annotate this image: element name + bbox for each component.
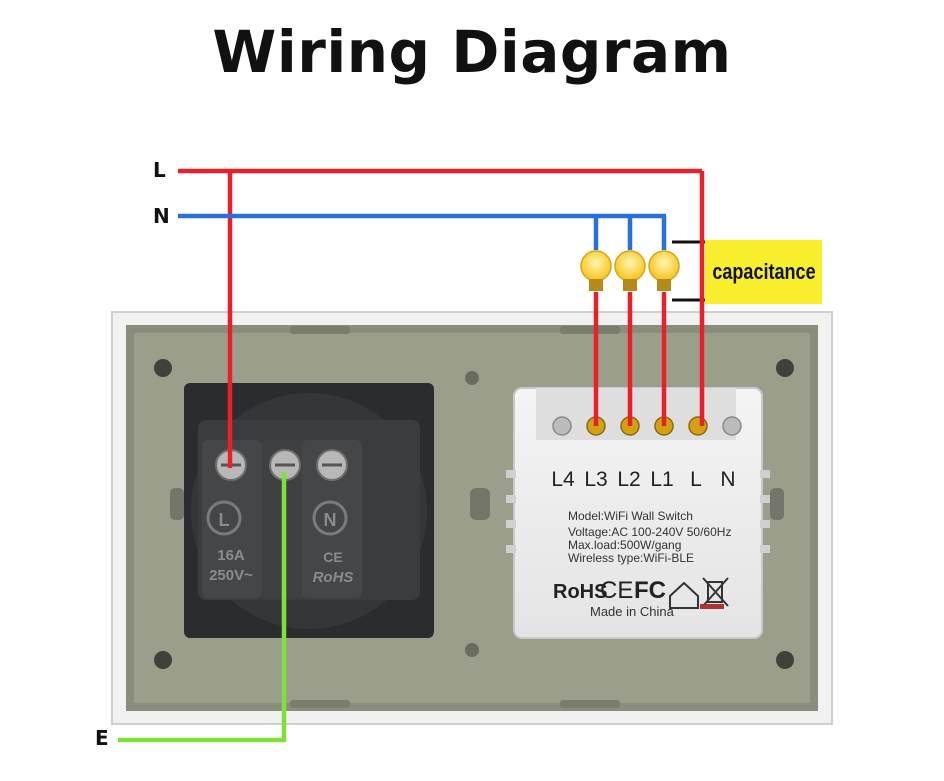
socket-terminal-n: N <box>324 510 337 530</box>
switch-terminal-l3: L3 <box>584 468 607 491</box>
socket-rohs-mark: RoHS <box>313 569 354 586</box>
switch-model: Model:WiFi Wall Switch <box>568 509 693 523</box>
light-bulb-icon <box>648 250 680 291</box>
switch-rohs-mark: RoHS <box>553 581 607 603</box>
switch-wireless-type: Wireless type:WiFi-BLE <box>568 551 694 565</box>
switch-fc-mark: FC <box>634 577 666 604</box>
live-wire <box>178 168 705 468</box>
earth-wire <box>118 472 287 743</box>
switch-ce-mark: CE <box>600 577 633 604</box>
capacitance-label: capacitance <box>711 259 816 284</box>
switch-terminal-n: N <box>720 468 735 491</box>
capacitance-box: capacitance <box>705 240 822 304</box>
light-bulb-icon <box>580 250 612 291</box>
switch-voltage: Voltage:AC 100-240V 50/60Hz <box>568 525 731 539</box>
switch-origin: Made in China <box>590 604 675 619</box>
neutral-wire <box>178 213 667 250</box>
switch-terminal-l4: L4 <box>551 468 575 491</box>
light-bulb-icon <box>614 250 646 291</box>
earth-wire-label: E <box>95 726 109 750</box>
weee-bin-icon <box>702 577 729 607</box>
socket-rating-current: 16A <box>217 547 245 564</box>
switch-max-load: Max.load:500W/gang <box>568 538 681 552</box>
page-title: Wiring Diagram <box>212 18 732 86</box>
socket-terminal-l: L <box>219 510 230 530</box>
socket-rating-voltage: 250V~ <box>209 567 253 584</box>
socket-ce-mark: CE <box>323 549 342 565</box>
live-wire-label: L <box>153 158 166 182</box>
switch-terminal-l1: L1 <box>650 468 673 491</box>
neutral-wire-label: N <box>153 204 170 228</box>
house-icon <box>669 581 699 609</box>
switch-terminal-l2: L2 <box>617 468 640 491</box>
switch-terminal-l: L <box>690 468 702 491</box>
